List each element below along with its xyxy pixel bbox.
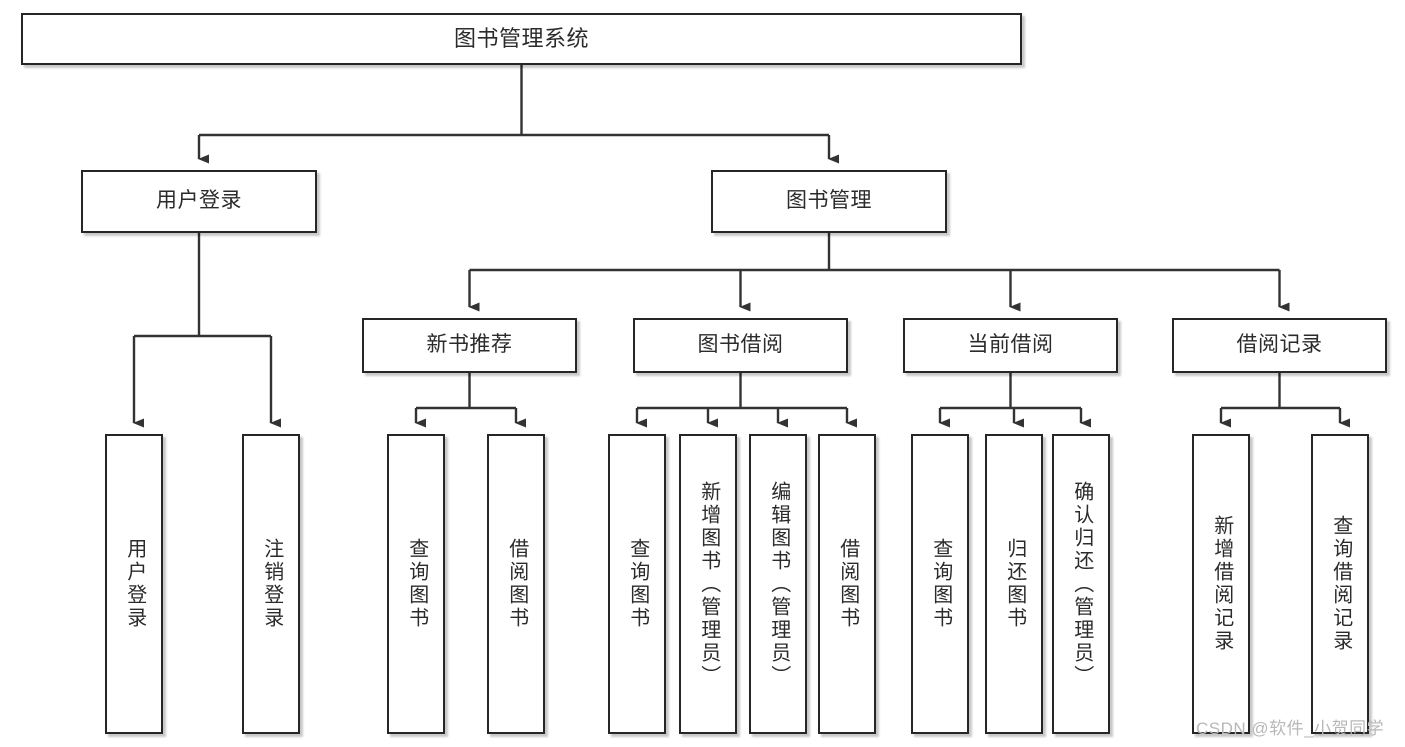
node-user-login[interactable]: 用户登录 [81,170,317,233]
node-current-borrow[interactable]: 当前借阅 [903,318,1118,373]
node-label: 查询图书 [929,538,952,630]
node-label: 新增图书（管理员） [697,480,720,688]
node-label: 图书管理 [786,189,872,213]
node-label: 编辑图书（管理员） [767,480,790,688]
node-label: 借阅图书 [836,538,859,630]
node-leaf-borrow-book-1[interactable]: 借阅图书 [487,434,545,734]
node-leaf-query-book-3[interactable]: 查询图书 [911,434,969,734]
node-leaf-return-book[interactable]: 归还图书 [985,434,1043,734]
node-leaf-user-login[interactable]: 用户登录 [105,434,163,734]
node-label: 注销登录 [260,538,283,630]
node-label: 查询借阅记录 [1329,515,1352,653]
connector-layer [132,65,1350,428]
node-label: 归还图书 [1003,538,1026,630]
node-book-management[interactable]: 图书管理 [711,170,947,233]
node-leaf-add-book-admin[interactable]: 新增图书（管理员） [679,434,737,734]
node-label: 借阅图书 [505,538,528,630]
node-leaf-edit-book-admin[interactable]: 编辑图书（管理员） [749,434,807,734]
node-leaf-add-borrow-record[interactable]: 新增借阅记录 [1192,434,1250,734]
node-new-book-recommend[interactable]: 新书推荐 [362,318,577,373]
node-label: 确认归还（管理员） [1070,480,1093,688]
node-leaf-query-book-2[interactable]: 查询图书 [608,434,666,734]
node-label: 图书管理系统 [453,26,589,52]
node-root[interactable]: 图书管理系统 [21,13,1022,65]
node-leaf-logout[interactable]: 注销登录 [242,434,300,734]
node-label: 借阅记录 [1236,333,1323,357]
node-borrow-record[interactable]: 借阅记录 [1172,318,1387,373]
node-leaf-query-book-1[interactable]: 查询图书 [387,434,445,734]
node-book-borrow[interactable]: 图书借阅 [633,318,848,373]
node-leaf-query-borrow-record[interactable]: 查询借阅记录 [1311,434,1369,734]
node-label: 新书推荐 [426,333,513,357]
node-label: 用户登录 [123,538,146,630]
node-label: 新增借阅记录 [1210,515,1233,653]
node-leaf-borrow-book-2[interactable]: 借阅图书 [818,434,876,734]
node-label: 用户登录 [156,189,242,213]
node-label: 图书借阅 [697,333,784,357]
node-label: 查询图书 [405,538,428,630]
node-label: 当前借阅 [967,333,1054,357]
node-leaf-confirm-return-admin[interactable]: 确认归还（管理员） [1052,434,1110,734]
node-label: 查询图书 [626,538,649,630]
